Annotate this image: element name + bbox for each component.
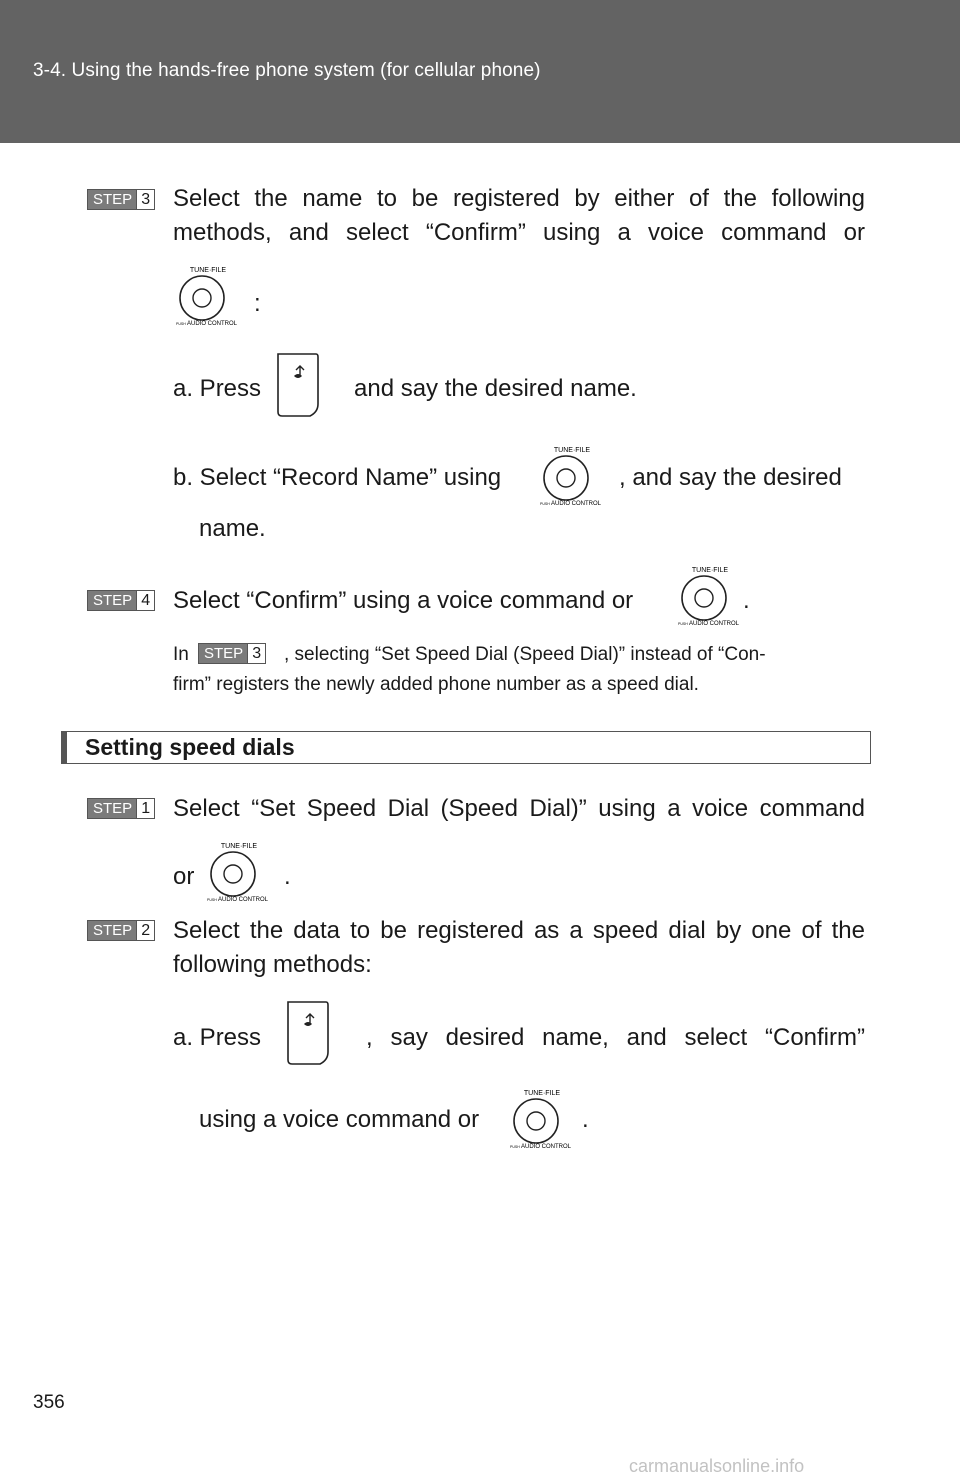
step-label: STEP xyxy=(88,921,137,940)
svg-text:AUDIO CONTROL: AUDIO CONTROL xyxy=(218,897,269,903)
section-title: Setting speed dials xyxy=(85,734,295,760)
svg-text:TUNE·FILE: TUNE·FILE xyxy=(524,1090,561,1097)
svg-text:TUNE·FILE: TUNE·FILE xyxy=(221,843,258,850)
svg-text:TUNE·FILE: TUNE·FILE xyxy=(554,447,591,454)
tune-file-knob-icon: TUNE·FILE PUSH AUDIO CONTROL xyxy=(678,567,740,627)
page-number: 356 xyxy=(33,1392,65,1413)
step-number: 1 xyxy=(136,799,154,818)
section-heading: Setting speed dials xyxy=(61,731,871,764)
tune-file-knob-icon: TUNE·FILE PUSH AUDIO CONTROL xyxy=(176,267,238,327)
svg-text:PUSH: PUSH xyxy=(207,898,217,902)
speed-step-2-badge: STEP 2 xyxy=(87,920,156,941)
svg-text:AUDIO CONTROL: AUDIO CONTROL xyxy=(187,321,238,327)
speed-step-1-or: or xyxy=(173,863,195,890)
svg-text:PUSH: PUSH xyxy=(176,322,186,326)
speed-step-2-period: . xyxy=(582,1106,589,1133)
step-4-badge: STEP 4 xyxy=(87,590,156,611)
speed-step-1-period: . xyxy=(284,863,291,890)
step-3-line-2: methods, and select “Confirm” using a vo… xyxy=(173,219,865,246)
step-4-period: . xyxy=(743,587,750,614)
speed-step-2-line-1: Select the data to be registered as a sp… xyxy=(173,917,865,944)
note-prefix: In xyxy=(173,644,189,665)
step-label: STEP xyxy=(88,799,137,818)
step-3-colon: : xyxy=(254,290,261,317)
note-line-1: , selecting “Set Speed Dial (Speed Dial)… xyxy=(284,644,766,665)
step-4-text: Select “Confirm” using a voice command o… xyxy=(173,587,634,614)
step-3-option-b-start: b. Select “Record Name” using xyxy=(173,464,502,491)
step-3-option-a-start: a. Press xyxy=(173,375,262,402)
svg-text:AUDIO CONTROL: AUDIO CONTROL xyxy=(551,501,602,507)
step-number: 3 xyxy=(136,190,154,209)
tune-file-knob-icon: TUNE·FILE PUSH AUDIO CONTROL xyxy=(510,1090,572,1150)
svg-text:PUSH: PUSH xyxy=(510,1145,520,1149)
svg-text:PUSH: PUSH xyxy=(678,622,688,626)
watermark: carmanualsonline.info xyxy=(629,1456,805,1476)
step-3-option-b-line-2: name. xyxy=(199,515,266,542)
talk-switch-icon xyxy=(277,353,319,417)
talk-switch-icon xyxy=(287,1001,329,1065)
speed-step-1-badge: STEP 1 xyxy=(87,798,156,819)
svg-text:AUDIO CONTROL: AUDIO CONTROL xyxy=(521,1144,572,1150)
step-number: 2 xyxy=(136,921,154,940)
speed-step-2-option-a-start: a. Press xyxy=(173,1024,262,1051)
svg-text:TUNE·FILE: TUNE·FILE xyxy=(190,267,227,274)
step-3-option-a-end: and say the desired name. xyxy=(354,375,637,402)
page-header: 3-4. Using the hands-free phone system (… xyxy=(0,0,960,143)
step-number: 3 xyxy=(247,644,265,663)
svg-text:TUNE·FILE: TUNE·FILE xyxy=(692,567,729,574)
tune-file-knob-icon: TUNE·FILE PUSH AUDIO CONTROL xyxy=(540,447,602,507)
speed-step-2-line-2: following methods: xyxy=(173,951,372,978)
speed-step-2-option-a-line-2: using a voice command or xyxy=(199,1106,480,1133)
step-3-line-1: Select the name to be registered by eith… xyxy=(173,185,865,212)
step-label: STEP xyxy=(88,190,137,209)
note-step-3-badge: STEP 3 xyxy=(198,643,267,664)
step-label: STEP xyxy=(199,644,248,663)
svg-text:AUDIO CONTROL: AUDIO CONTROL xyxy=(689,621,740,627)
step-3-badge: STEP 3 xyxy=(87,189,156,210)
svg-text:PUSH: PUSH xyxy=(540,502,550,506)
header-title: 3-4. Using the hands-free phone system (… xyxy=(33,60,541,81)
speed-step-1-line-1: Select “Set Speed Dial (Speed Dial)” usi… xyxy=(173,795,865,822)
tune-file-knob-icon: TUNE·FILE PUSH AUDIO CONTROL xyxy=(207,843,269,903)
step-label: STEP xyxy=(88,591,137,610)
step-3-option-b-end: , and say the desired xyxy=(619,464,842,491)
note-line-2: firm” registers the newly added phone nu… xyxy=(173,674,699,695)
speed-step-2-option-a-end: , say desired name, and select “Confirm” xyxy=(366,1024,865,1051)
step-number: 4 xyxy=(136,591,154,610)
